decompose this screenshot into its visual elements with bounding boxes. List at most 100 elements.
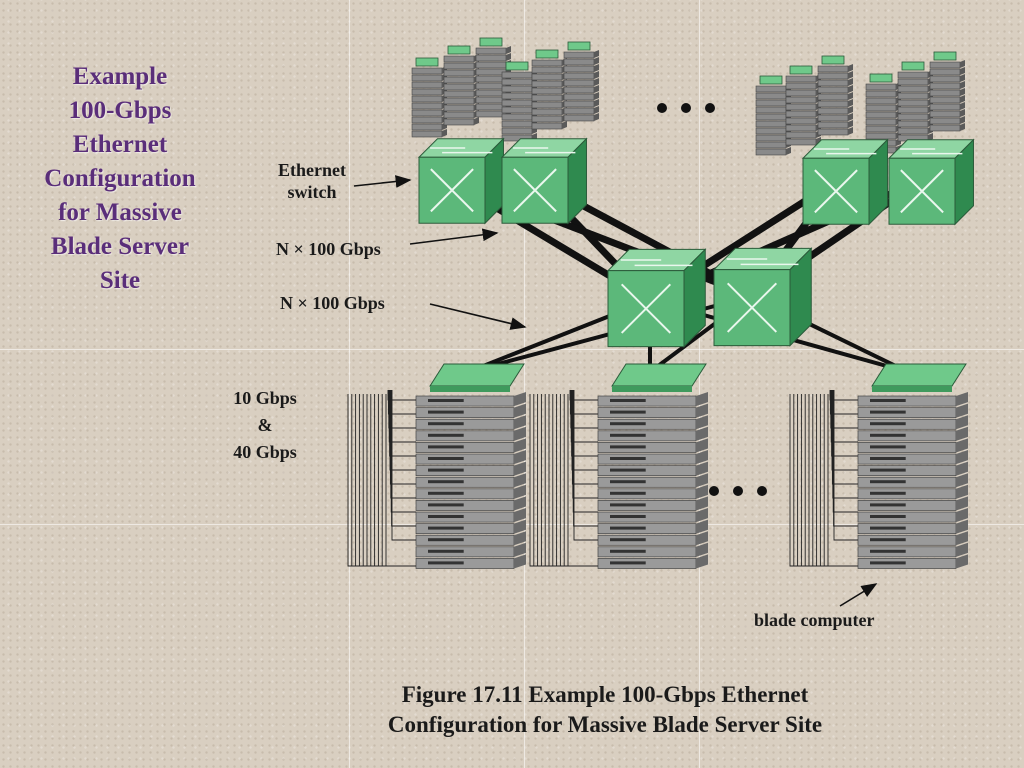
server-unit: [755, 120, 787, 128]
server-unit-side: [594, 78, 599, 86]
blade-unit-side: [696, 392, 708, 407]
server-unit: [411, 81, 443, 89]
access-cable: [570, 390, 598, 443]
blade-computer-label: blade computer: [754, 610, 875, 630]
server-unit-side: [960, 88, 965, 96]
slide-gridline: [349, 0, 350, 768]
ethernet-switch-icon: [801, 138, 889, 226]
server-unit: [411, 74, 443, 82]
server-unit: [897, 106, 929, 114]
server-unit-side: [960, 116, 965, 124]
link-upper-label: N × 100 Gbps: [276, 239, 381, 259]
blade-unit-slot: [428, 410, 464, 414]
server-unit: [475, 110, 507, 118]
rack-edge-switch: [871, 363, 967, 387]
access-cable: [570, 390, 598, 429]
server-unit: [785, 117, 817, 125]
blade-unit-slot: [610, 538, 646, 542]
server-unit-side: [960, 67, 965, 75]
arrow-switch: [353, 175, 412, 188]
blade-unit-side: [696, 438, 708, 453]
blade-unit-slot: [428, 561, 464, 565]
server-unit: [475, 89, 507, 97]
blade-unit-slot: [428, 399, 464, 402]
access-cable: [833, 390, 858, 541]
server-unit: [443, 90, 475, 98]
access-cable: [569, 390, 598, 415]
server-unit: [929, 110, 961, 118]
server-unit: [531, 122, 563, 130]
rack-top-switch: [567, 41, 591, 51]
server-unit: [929, 61, 961, 69]
blade-unit-slot: [610, 410, 646, 414]
ellipsis-dot: [733, 486, 743, 496]
blade-unit-side: [514, 542, 526, 557]
blade-unit-slot: [870, 491, 906, 495]
server-unit: [475, 96, 507, 104]
rack-top-switch: [901, 61, 925, 71]
server-unit: [443, 97, 475, 105]
server-rack-icon: [443, 45, 479, 126]
server-unit: [443, 76, 475, 84]
server-unit-side: [506, 53, 511, 61]
rack-top-switch: [933, 51, 957, 61]
blade-unit-side: [956, 484, 968, 499]
blade-unit-slot: [428, 503, 464, 507]
blade-unit-side: [514, 461, 526, 476]
switch-top-arrows: [900, 148, 963, 155]
server-unit-side: [594, 92, 599, 100]
server-unit: [501, 106, 533, 114]
blade-unit-side: [514, 496, 526, 511]
rack-top-switch: [869, 73, 893, 83]
blade-unit-side: [514, 438, 526, 453]
blade-unit-slot: [610, 549, 646, 553]
blade-unit-side: [696, 542, 708, 557]
server-unit: [501, 92, 533, 100]
server-unit: [865, 118, 897, 126]
server-unit: [563, 58, 595, 66]
server-unit: [501, 99, 533, 107]
server-unit: [531, 108, 563, 116]
server-unit: [755, 141, 787, 149]
ellipsis-dot: [757, 486, 767, 496]
server-unit-side: [848, 113, 853, 121]
blade-unit-slot: [610, 445, 646, 449]
slide-gridline: [0, 349, 1024, 350]
server-unit: [531, 73, 563, 81]
server-unit-side: [848, 99, 853, 107]
blade-unit-side: [514, 484, 526, 499]
access-cable: [572, 390, 598, 499]
server-unit: [411, 88, 443, 96]
switch-cross-arrows: [900, 169, 944, 214]
figure-caption-line: Configuration for Massive Blade Server S…: [387, 712, 823, 737]
rack-edge-switch-front: [872, 386, 952, 392]
access-cable-loop: [385, 394, 416, 567]
slide-title-line: Configuration: [44, 165, 196, 192]
server-unit: [755, 106, 787, 114]
blade-unit-slot: [870, 457, 906, 460]
server-unit: [475, 61, 507, 69]
blade-unit-slot: [870, 549, 906, 553]
blade-unit-side: [696, 450, 708, 465]
server-unit: [475, 68, 507, 76]
server-unit-side: [442, 129, 447, 137]
blade-unit-side: [956, 508, 968, 523]
server-unit: [817, 79, 849, 87]
server-unit-side: [960, 123, 965, 131]
server-rack-icon: [929, 51, 965, 132]
server-unit: [929, 75, 961, 83]
server-unit: [817, 107, 849, 115]
server-unit-side: [594, 106, 599, 114]
blade-unit-slot: [870, 526, 906, 530]
blade-unit-slot: [870, 515, 906, 518]
server-unit: [443, 69, 475, 77]
blade-unit-slot: [870, 480, 906, 484]
server-unit-side: [594, 113, 599, 121]
blade-unit-slot: [870, 422, 906, 426]
switch-top-arrows: [620, 259, 693, 267]
blade-unit-side: [696, 403, 708, 418]
label-arrows: [353, 175, 878, 607]
blade-unit-slot: [870, 410, 906, 414]
ellipsis-marks: [657, 103, 767, 496]
access-cable: [573, 390, 598, 541]
